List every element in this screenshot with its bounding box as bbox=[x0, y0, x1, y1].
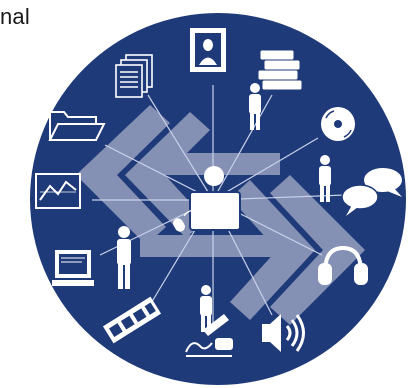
standing-person-icon bbox=[117, 226, 131, 289]
line-chart-icon bbox=[35, 173, 81, 209]
computer-terminal-icon bbox=[52, 250, 94, 286]
right-chevron-outer bbox=[270, 175, 365, 325]
standing-person-icon bbox=[200, 285, 212, 332]
left-chevron-inner bbox=[125, 112, 210, 238]
connector-lines bbox=[92, 85, 346, 325]
compact-disc-icon bbox=[321, 107, 355, 141]
headphones-icon bbox=[318, 245, 368, 285]
standing-person-icon bbox=[319, 155, 331, 202]
speech-bubbles-icon bbox=[341, 168, 402, 216]
standing-person-icon bbox=[249, 83, 261, 130]
cropped-heading-text: nal bbox=[0, 4, 30, 29]
right-chevron-inner bbox=[230, 180, 315, 320]
film-strip-icon bbox=[102, 296, 162, 344]
mouse-icon bbox=[173, 210, 197, 232]
speaker-icon bbox=[262, 314, 305, 352]
right-arrow-shaft bbox=[140, 235, 280, 257]
exchange-arrows bbox=[76, 105, 365, 325]
handwriting-icon bbox=[185, 314, 233, 357]
books-icon bbox=[257, 49, 303, 91]
left-chevron-outer bbox=[76, 105, 170, 245]
person-at-computer-icon bbox=[189, 166, 241, 231]
folder-icon bbox=[48, 111, 106, 141]
documents-icon bbox=[115, 54, 153, 98]
framed-picture-icon bbox=[190, 28, 226, 72]
